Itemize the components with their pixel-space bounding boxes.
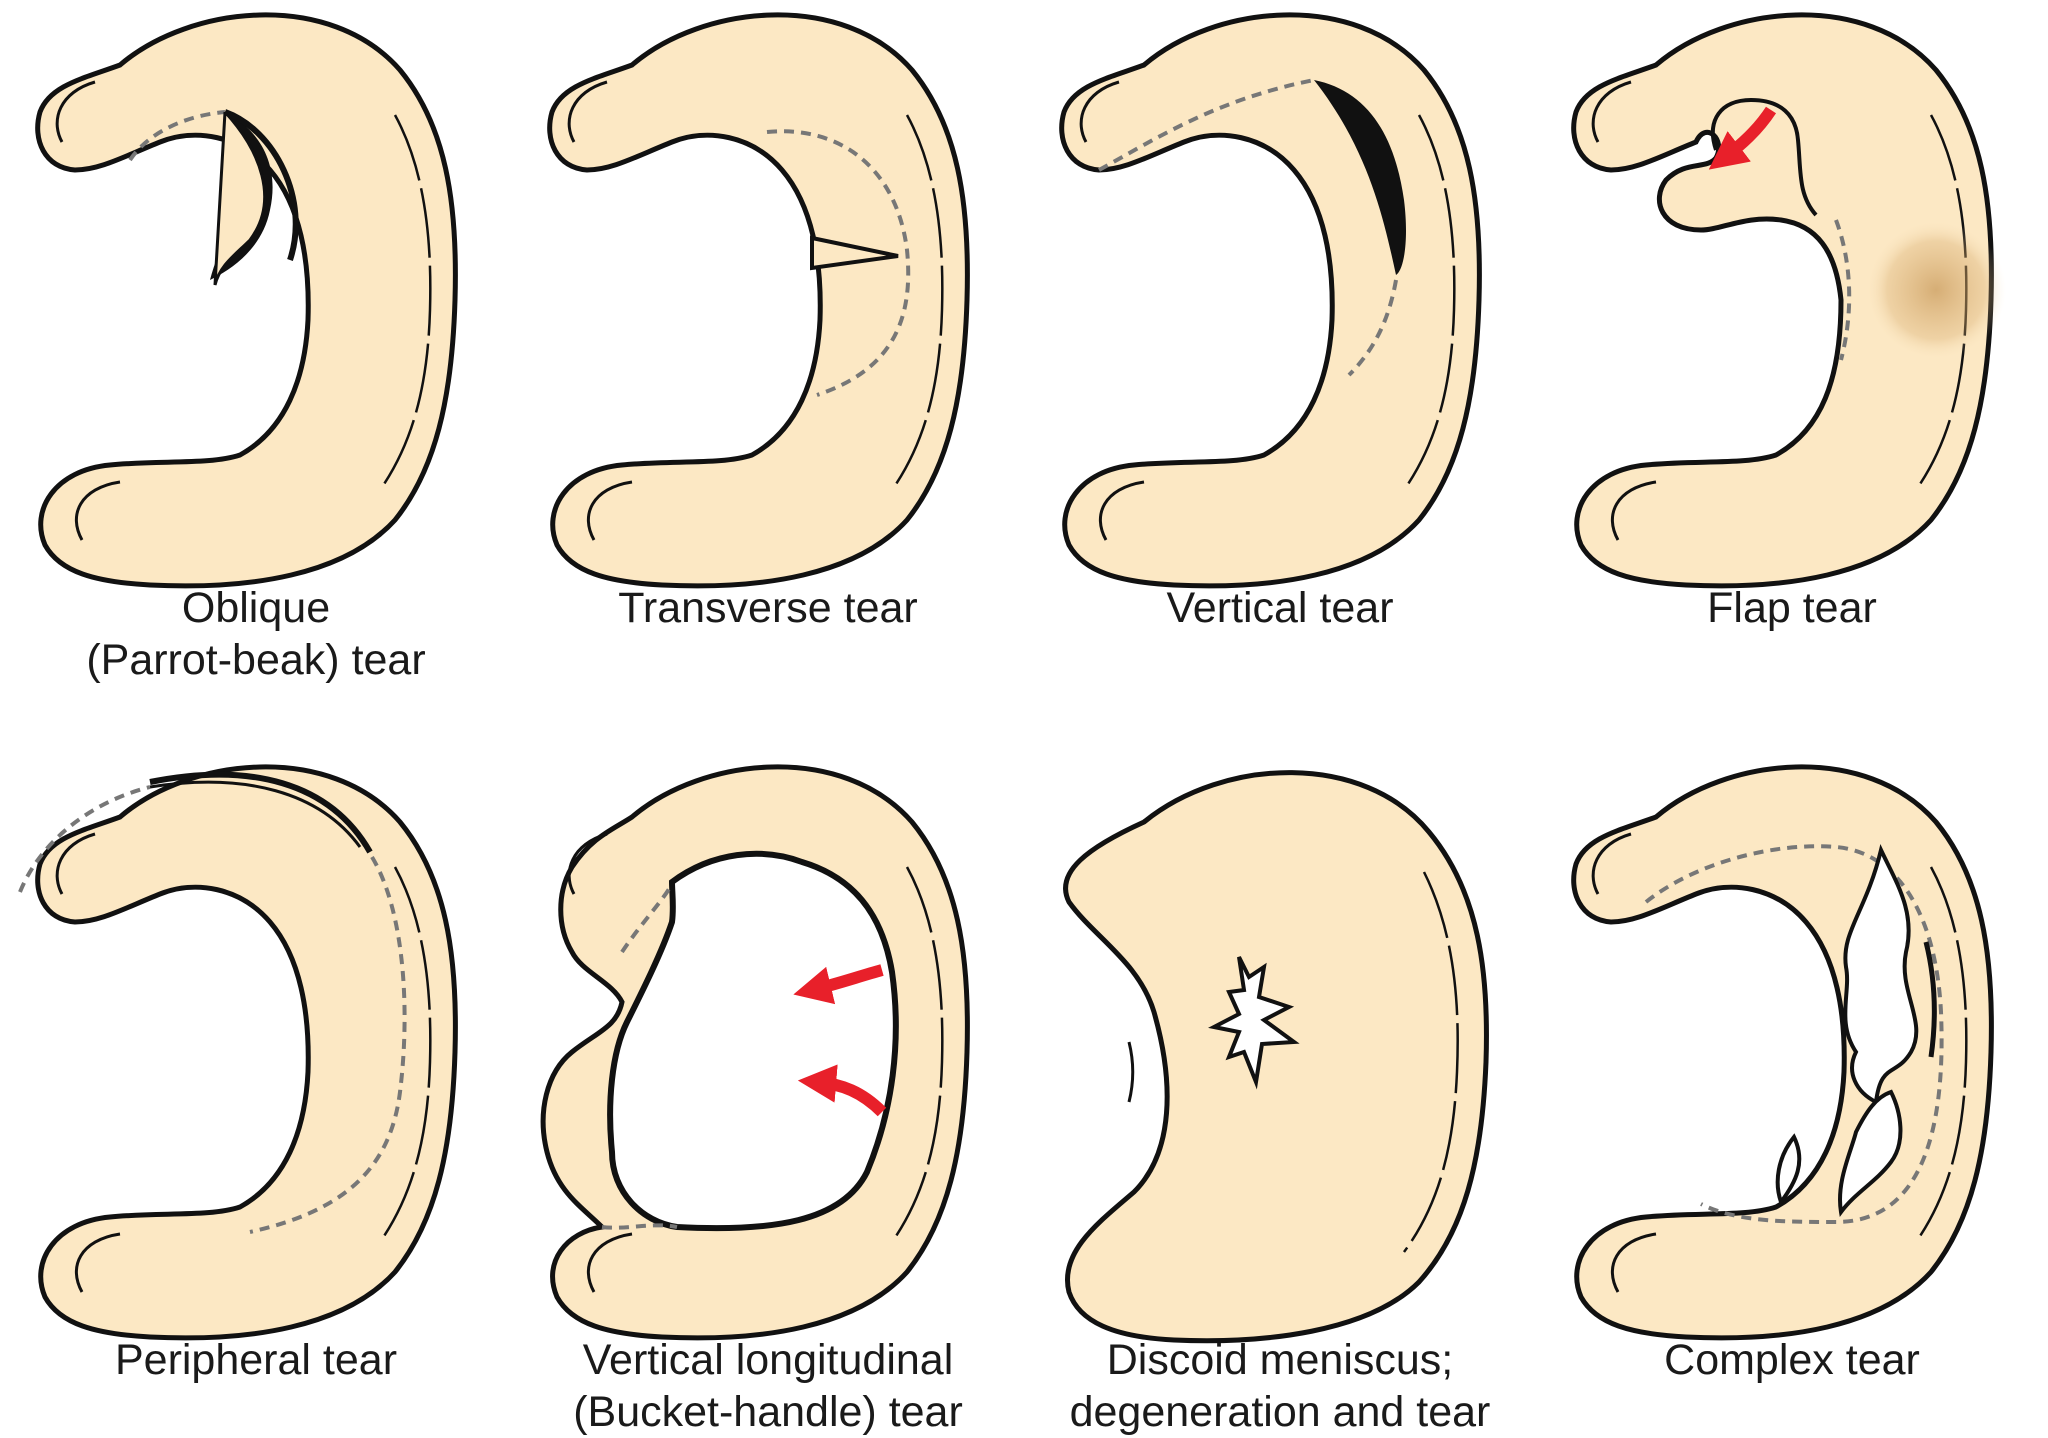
panel-oblique — [38, 15, 456, 586]
caption-peripheral: Peripheral tear — [114, 1336, 398, 1384]
caption-complex: Complex tear — [1664, 1336, 1920, 1384]
caption-oblique: Oblique (Parrot-beak) tear — [86, 584, 426, 684]
panel-vertical — [1062, 15, 1480, 586]
caption-bucket: Vertical longitudinal (Bucket-handle) te… — [573, 1336, 963, 1436]
caption-flap: Flap tear — [1707, 584, 1877, 632]
caption-vertical: Vertical tear — [1166, 584, 1394, 632]
caption-discoid: Discoid meniscus; degeneration and tear — [1069, 1336, 1491, 1436]
panel-discoid — [1066, 773, 1487, 1341]
panel-transverse — [550, 15, 968, 586]
caption-transverse: Transverse tear — [618, 584, 918, 632]
panel-complex — [1574, 767, 1992, 1338]
panel-flap — [1571, 12, 2006, 589]
panel-bucket — [540, 764, 970, 1341]
panel-peripheral — [18, 767, 455, 1338]
